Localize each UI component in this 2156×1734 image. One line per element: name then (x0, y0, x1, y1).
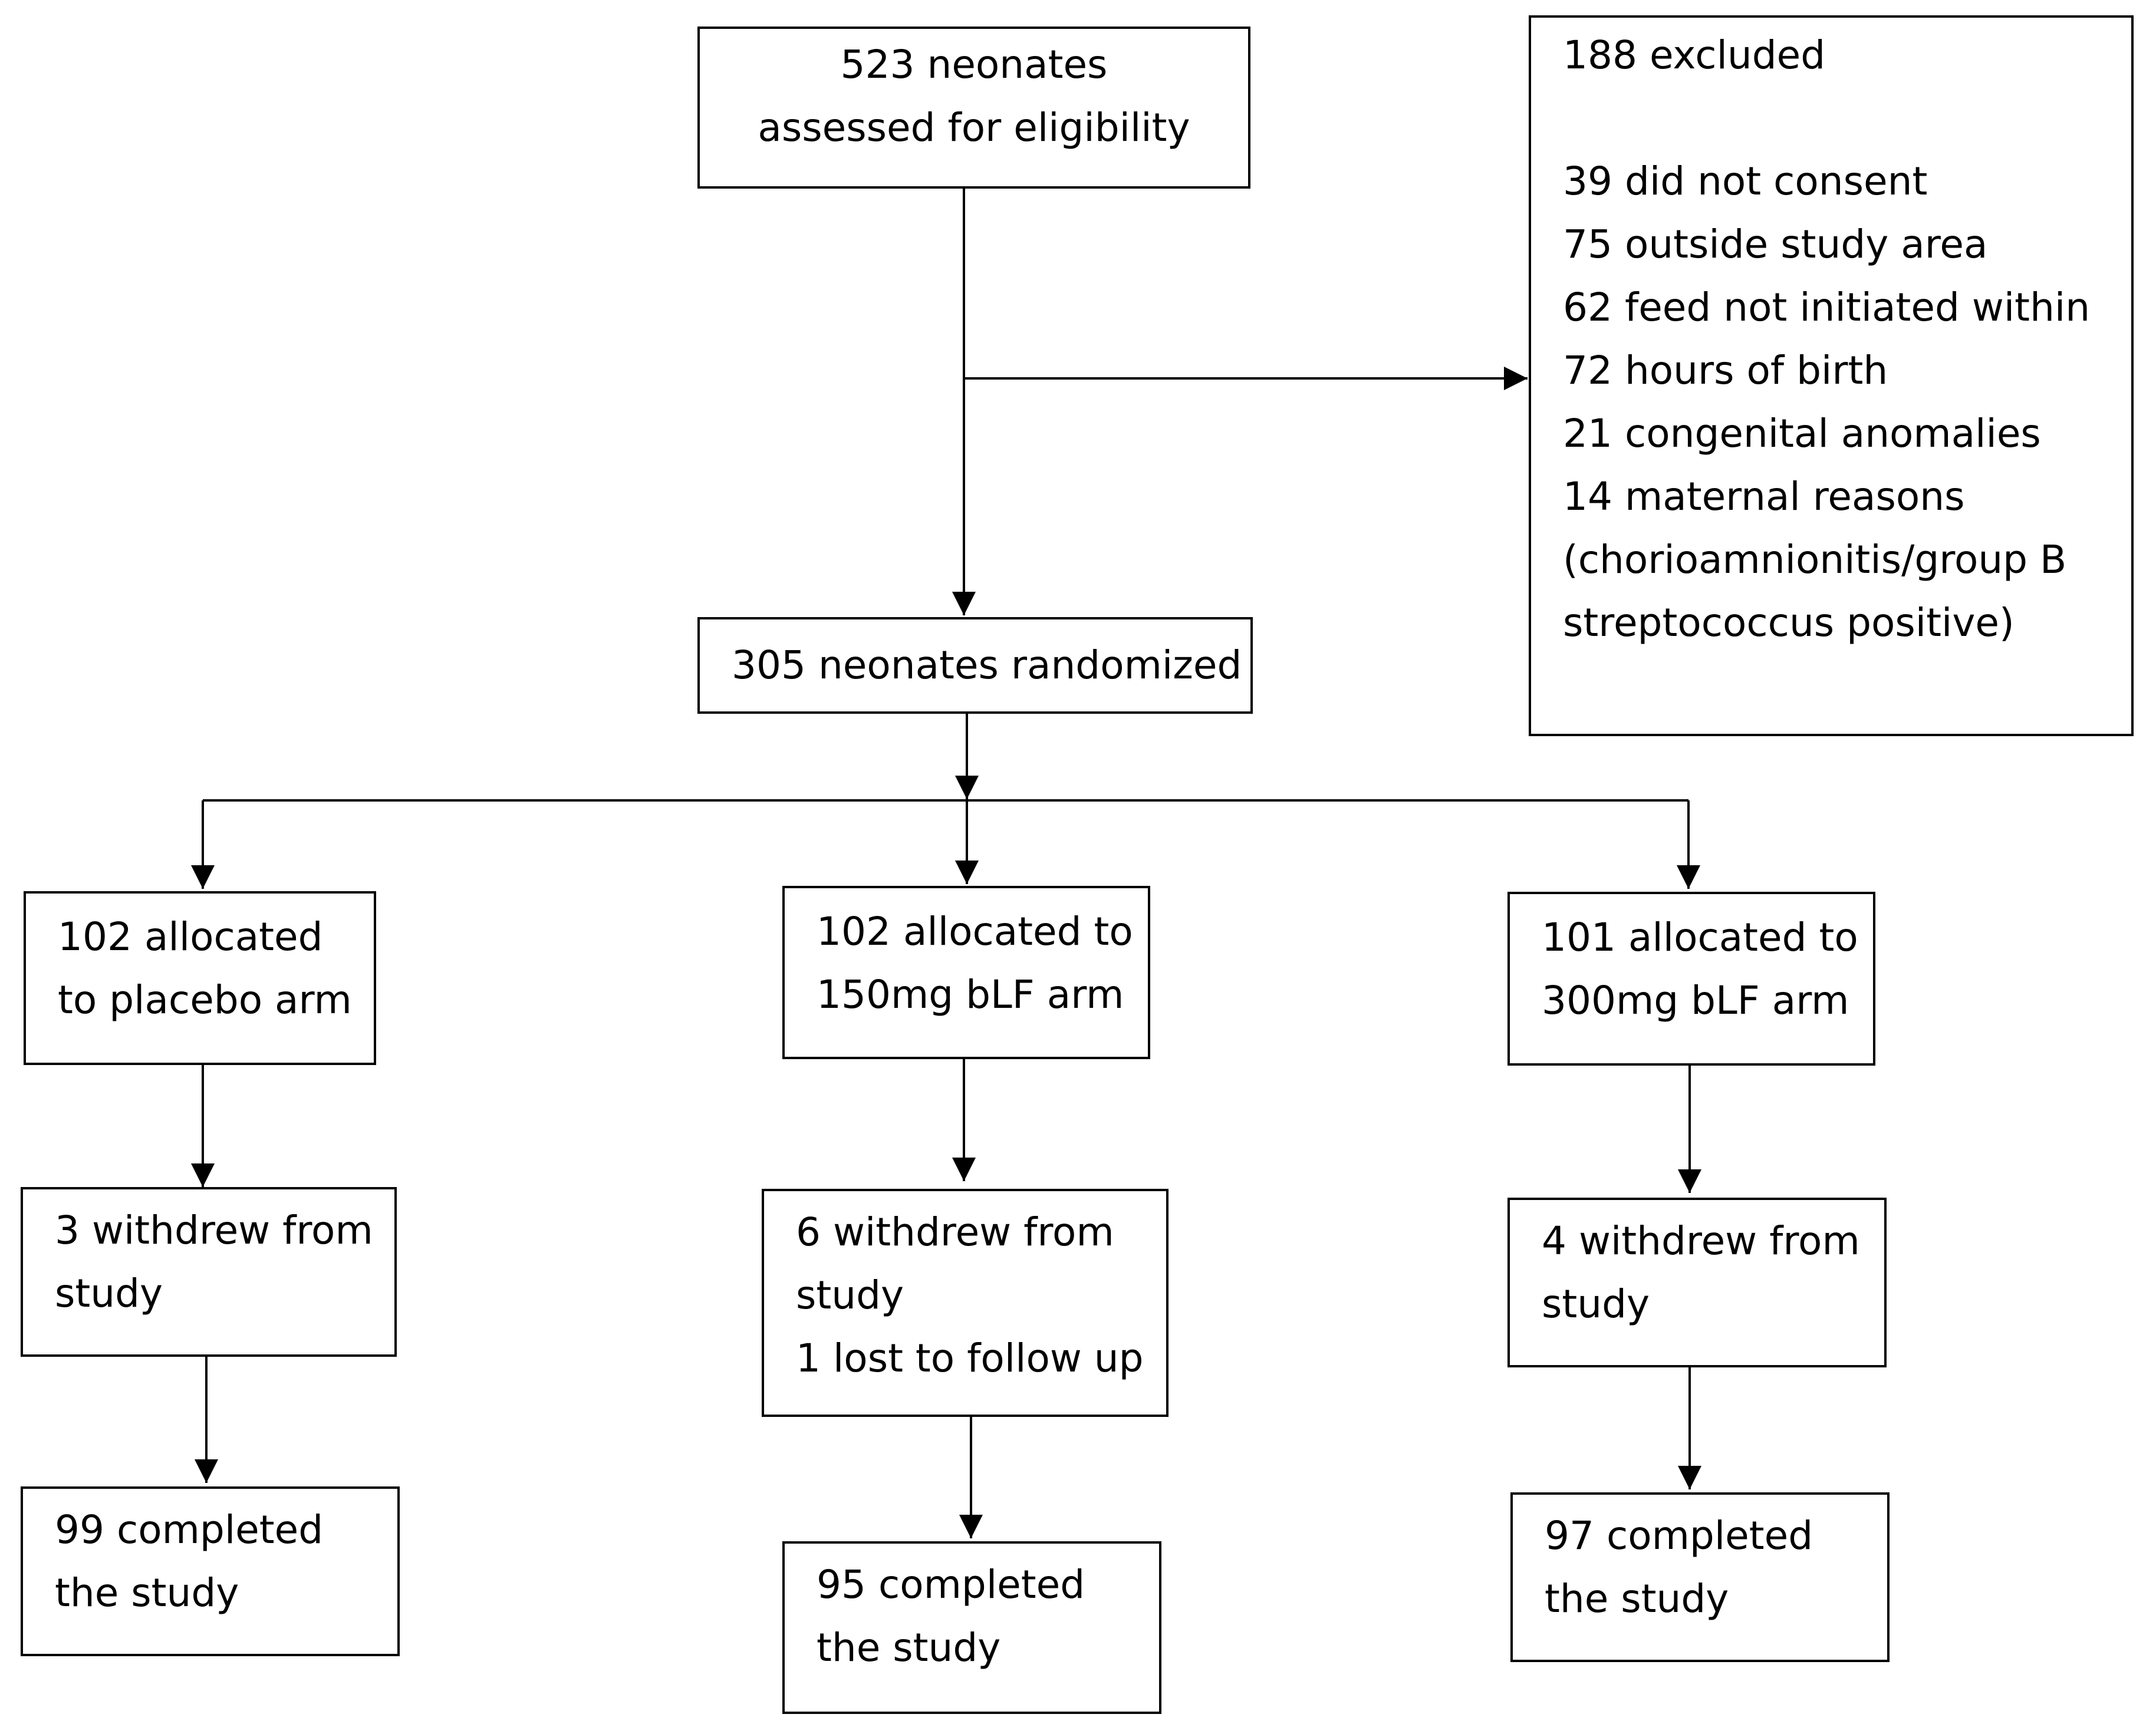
box-excluded-line-7: 21 congenital anomalies (1563, 411, 2041, 456)
arrow-head-placebo-alloc (191, 865, 215, 889)
box-300-allocated-line-2: 300mg bLF arm (1542, 978, 1849, 1023)
box-150-completed-line-1: 95 completed (817, 1562, 1085, 1607)
box-300-withdrew-line-1: 4 withdrew from (1542, 1218, 1860, 1264)
box-excluded-line-8: 14 maternal reasons (1563, 474, 1965, 519)
box-150-withdrew: 6 withdrew from study 1 lost to follow u… (762, 1189, 1168, 1417)
box-excluded-line-1: 188 excluded (1563, 32, 1826, 78)
arrow-head-150-withdrew (952, 1158, 976, 1181)
box-300-withdrew: 4 withdrew from study (1507, 1198, 1887, 1367)
arrow-head-excluded (1504, 367, 1528, 390)
box-300-allocated: 101 allocated to 300mg bLF arm (1507, 892, 1875, 1066)
arrow-head-randomized (952, 592, 976, 615)
box-placebo-withdrew: 3 withdrew from study (21, 1187, 397, 1357)
box-excluded-line-9: (chorioamnionitis/group B (1563, 537, 2067, 582)
arrow-head-300-completed (1678, 1466, 1701, 1489)
box-assessed: 523 neonates assessed for eligibility (697, 27, 1250, 189)
box-150-allocated: 102 allocated to 150mg bLF arm (782, 886, 1150, 1059)
box-150-completed: 95 completed the study (782, 1541, 1161, 1714)
arrow-head-split (955, 776, 979, 799)
box-excluded-line-4: 75 outside study area (1563, 222, 1988, 267)
box-excluded-line-6: 72 hours of birth (1563, 348, 1888, 393)
arrow-head-150-alloc (955, 861, 979, 884)
box-placebo-completed-line-2: the study (55, 1570, 239, 1616)
box-300-completed-line-1: 97 completed (1545, 1513, 1813, 1558)
box-150-completed-line-2: the study (817, 1625, 1001, 1670)
box-placebo-allocated-line-2: to placebo arm (58, 977, 352, 1023)
box-randomized-line-1: 305 neonates randomized (732, 642, 1242, 688)
box-excluded-line-10: streptococcus positive) (1563, 600, 2015, 645)
arrow-head-placebo-withdrew (191, 1163, 215, 1187)
box-150-allocated-line-2: 150mg bLF arm (817, 972, 1124, 1017)
box-placebo-withdrew-line-2: study (55, 1271, 163, 1316)
box-excluded-line-3: 39 did not consent (1563, 159, 1928, 204)
box-150-withdrew-line-2: study (796, 1273, 904, 1318)
box-assessed-line-1: 523 neonates assessed for eligibility (758, 42, 1190, 150)
box-300-completed-line-2: the study (1545, 1576, 1729, 1621)
box-placebo-allocated-line-1: 102 allocated (58, 914, 323, 960)
arrow-head-placebo-completed (195, 1459, 218, 1483)
box-excluded: 188 excluded 39 did not consent 75 outsi… (1529, 15, 2134, 736)
box-placebo-completed: 99 completed the study (21, 1486, 400, 1656)
box-excluded-line-5: 62 feed not initiated within (1563, 285, 2091, 330)
box-150-withdrew-line-1: 6 withdrew from (796, 1209, 1114, 1255)
box-placebo-allocated: 102 allocated to placebo arm (24, 891, 376, 1065)
box-placebo-withdrew-line-1: 3 withdrew from (55, 1208, 373, 1253)
box-300-completed: 97 completed the study (1510, 1492, 1890, 1662)
box-150-withdrew-line-3: 1 lost to follow up (796, 1336, 1144, 1381)
arrow-head-300-alloc (1677, 865, 1700, 889)
box-randomized: 305 neonates randomized (697, 617, 1253, 714)
box-300-withdrew-line-2: study (1542, 1281, 1650, 1327)
box-300-allocated-line-1: 101 allocated to (1542, 915, 1858, 960)
box-placebo-completed-line-1: 99 completed (55, 1507, 324, 1552)
box-150-allocated-line-1: 102 allocated to (817, 909, 1133, 954)
arrow-head-150-completed (959, 1515, 983, 1538)
arrow-head-300-withdrew (1678, 1169, 1701, 1193)
box-excluded-line-2 (1563, 87, 2131, 150)
